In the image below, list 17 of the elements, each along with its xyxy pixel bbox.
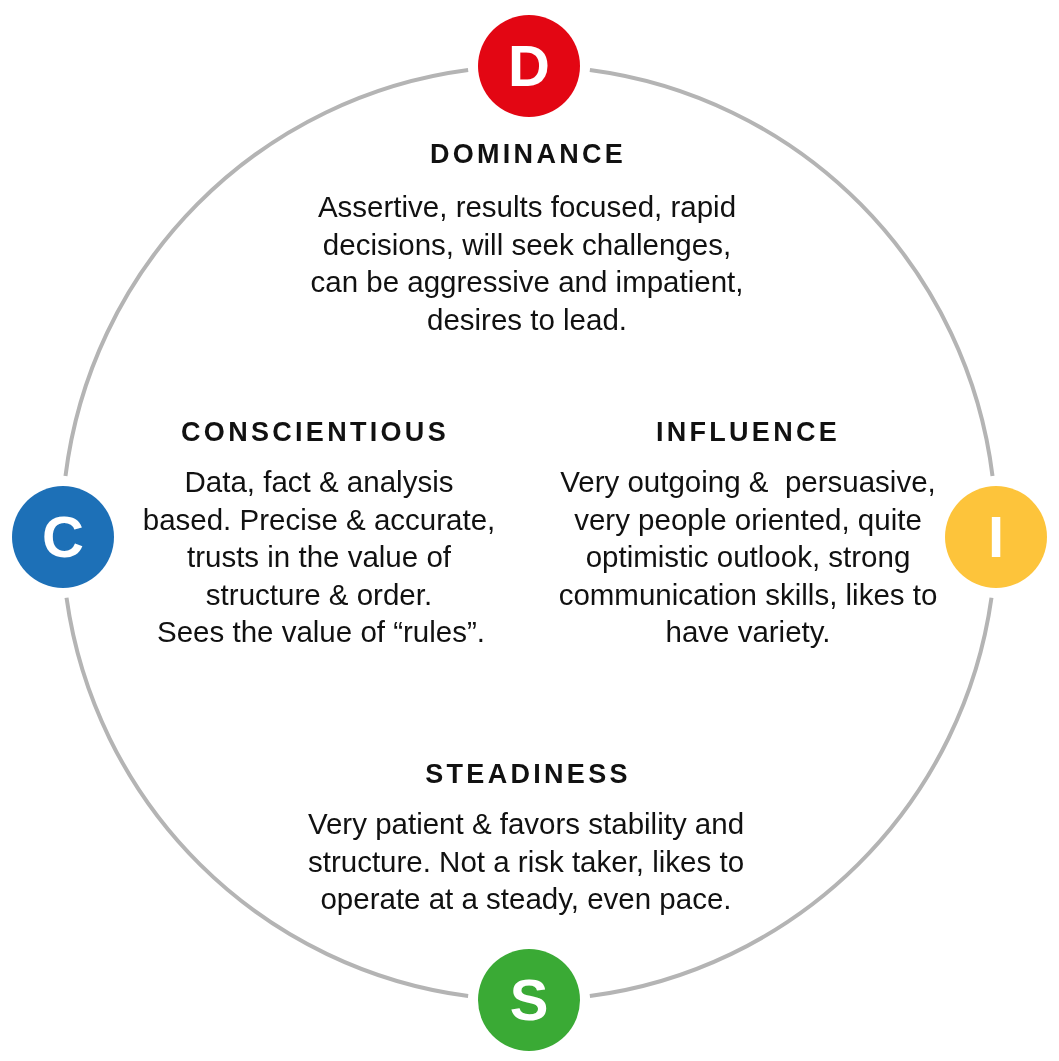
ring-arc (64, 597, 469, 998)
description-text: Very patient & favors stability and structure. Not a risk taker, likes to operate at a steady, even pace. (306, 806, 746, 917)
section-heading: INFLUENCE (654, 417, 842, 448)
ring-arc (589, 597, 994, 998)
section-heading: CONSCIENTIOUS (180, 417, 450, 448)
ring-arc (63, 68, 469, 477)
description-text: Sees the value of “rules”. (156, 614, 486, 650)
letter-circle: S (478, 949, 580, 1051)
letter-circle: D (478, 15, 580, 117)
ring-arc (589, 68, 995, 477)
section-heading: DOMINANCE (428, 139, 628, 170)
description-text: Assertive, results focused, rapid decisions, will seek challenges, can be aggressive and impatient, desires to lead. (309, 189, 745, 338)
letter-circle: C (12, 486, 114, 588)
description-text: Very outgoing & persuasive, very people oriented, quite optimistic outlook, strong communication skills, likes to have variety. (557, 464, 939, 650)
section-heading: STEADINESS (424, 759, 632, 790)
description-text: Data, fact & analysis based. Precise & accurate, trusts in the value of structure & order. (141, 464, 497, 613)
letter-circle: I (945, 486, 1047, 588)
